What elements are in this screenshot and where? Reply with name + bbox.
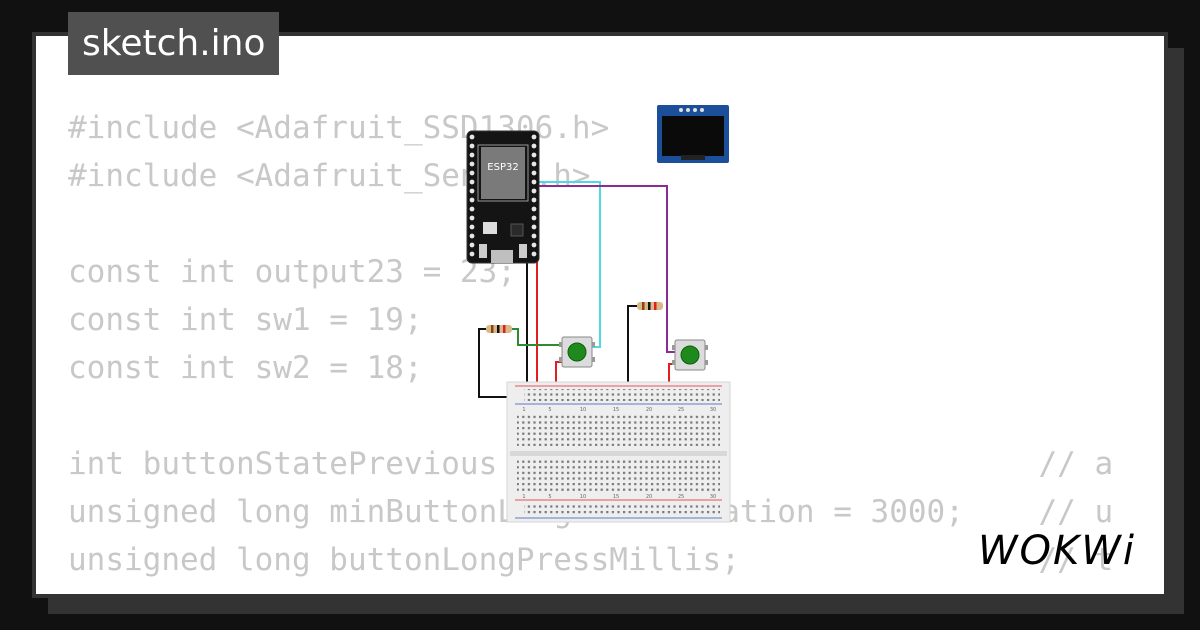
breadboard-col-label: 5 bbox=[548, 407, 551, 413]
card-shadow-right bbox=[1168, 48, 1184, 598]
breadboard-col-label: 30 bbox=[710, 494, 716, 500]
file-tab[interactable]: sketch.ino bbox=[68, 12, 280, 75]
code-line: unsigned long buttonLongPressMillis; // … bbox=[68, 542, 1114, 578]
code-line: const int sw1 = 19; bbox=[68, 302, 423, 338]
breadboard-col-label: 25 bbox=[678, 407, 684, 413]
wire-cyan bbox=[537, 181, 601, 348]
breadboard-col-label: 1 bbox=[522, 494, 525, 500]
push-button bbox=[559, 336, 595, 368]
breadboard: 1 5 10 15 20 25 30 1 5 10 15 20 25 30 bbox=[506, 381, 731, 523]
resistor bbox=[486, 325, 512, 333]
breadboard-col-label: 5 bbox=[548, 494, 551, 500]
wire-green bbox=[511, 328, 562, 346]
breadboard-col-label: 15 bbox=[613, 407, 619, 413]
breadboard-col-label: 25 bbox=[678, 494, 684, 500]
wokwi-logo-text: WOKWi bbox=[978, 528, 1136, 574]
code-line: const int sw2 = 18; bbox=[68, 350, 423, 386]
oled-display bbox=[657, 105, 729, 163]
breadboard-col-label: 10 bbox=[580, 494, 586, 500]
esp32-board: ESP32 bbox=[466, 130, 540, 264]
wire-purple bbox=[537, 185, 676, 353]
resistor bbox=[637, 302, 663, 310]
breadboard-col-label: 20 bbox=[646, 494, 652, 500]
breadboard-col-label: 30 bbox=[710, 407, 716, 413]
breadboard-col-label: 10 bbox=[580, 407, 586, 413]
esp32-label: ESP32 bbox=[487, 162, 518, 173]
card-shadow-bottom bbox=[48, 598, 1184, 614]
code-line: const int output23 = 23; bbox=[68, 254, 516, 290]
wokwi-logo: WOKWi bbox=[978, 528, 1150, 574]
code-listing: #include <Adafruit_SSD1306.h>#include <A… bbox=[68, 104, 1113, 594]
breadboard-col-label: 1 bbox=[522, 407, 525, 413]
code-line: #include <Adafruit_SSD1306.h> bbox=[68, 110, 610, 146]
breadboard-col-label: 20 bbox=[646, 407, 652, 413]
push-button bbox=[672, 339, 708, 371]
breadboard-col-label: 15 bbox=[613, 494, 619, 500]
code-line: bool buttonStateLongPress = false; // u bbox=[68, 584, 1113, 594]
